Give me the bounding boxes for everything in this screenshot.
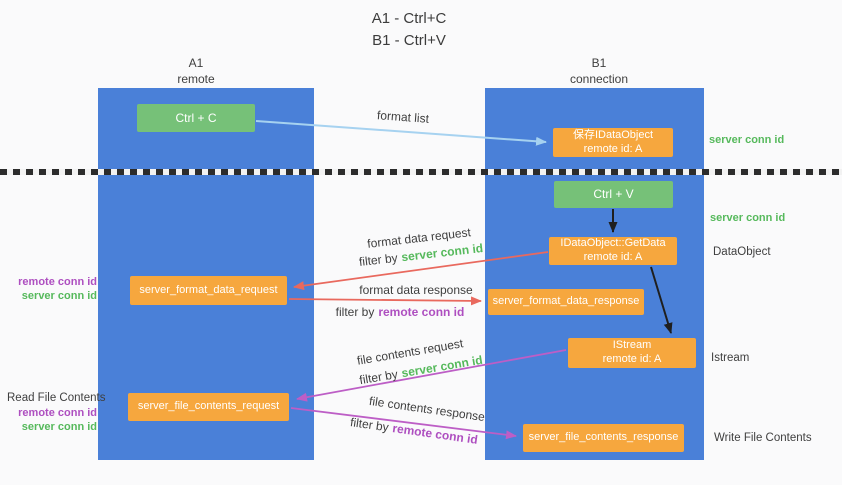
left-conn-id-pair-2: remote conn id server conn id [7, 406, 97, 434]
column-header-b1: B1 connection [570, 56, 628, 87]
read-file-contents-label: Read File Contents [7, 392, 106, 404]
node-save-idataobject-title: 保存IDataObject [572, 128, 654, 141]
node-getdata-remote-id: remote id: A [583, 251, 643, 263]
column-a1-name: A1 [188, 56, 204, 70]
node-format-request-label: server_format_data_request [139, 283, 278, 296]
title-line-2: B1 - Ctrl+V [372, 31, 446, 49]
arrow-format-data-response [288, 296, 482, 306]
filter-by-text: filter by [358, 250, 399, 270]
label-format-list: format list [376, 108, 430, 126]
node-file-response-label: server_file_contents_response [528, 431, 679, 444]
node-istream: IStream remote id: A [568, 338, 696, 368]
node-istream-title: IStream [612, 339, 652, 352]
node-server-file-contents-request: server_file_contents_request [128, 393, 289, 421]
node-getdata-title: IDataObject::GetData [560, 237, 666, 250]
node-save-idataobject: 保存IDataObject remote id: A [553, 128, 673, 157]
right-server-conn-id-2: server conn id [710, 212, 786, 224]
column-header-a1: A1 remote [177, 56, 214, 87]
remote-conn-id-text: remote conn id [378, 305, 465, 319]
node-save-idataobject-remote-id: remote id: A [583, 142, 643, 155]
remote-conn-id-label: remote conn id [18, 276, 97, 288]
filter-by-text: filter by [358, 367, 399, 388]
dataobject-label: DataObject [713, 246, 771, 258]
filter-by-text: filter by [335, 305, 375, 319]
machine-separator-dotted-line [0, 169, 842, 175]
server-conn-id-label: server conn id [21, 421, 97, 433]
write-file-contents-label: Write File Contents [714, 432, 812, 444]
remote-conn-id-text: remote conn id [391, 421, 479, 447]
node-ctrl-c: Ctrl + C [137, 104, 255, 132]
node-file-request-label: server_file_contents_request [137, 400, 280, 413]
node-server-file-contents-response: server_file_contents_response [523, 424, 684, 452]
node-ctrl-v: Ctrl + V [554, 181, 673, 208]
filter-by-text: filter by [349, 415, 390, 435]
left-conn-id-pair-1: remote conn id server conn id [7, 275, 97, 303]
node-format-response-label: server_format_data_response [492, 295, 640, 308]
column-b1-name: B1 [591, 56, 607, 70]
node-ctrl-v-label: Ctrl + V [593, 187, 634, 201]
title-line-1: A1 - Ctrl+C [371, 10, 447, 27]
node-idataobject-getdata: IDataObject::GetData remote id: A [549, 237, 677, 265]
node-istream-remote-id: remote id: A [602, 353, 662, 365]
label-format-data-response: format data response [359, 283, 473, 297]
node-ctrl-c-label: Ctrl + C [175, 110, 217, 125]
remote-conn-id-label: remote conn id [18, 407, 97, 419]
right-server-conn-id-1: server conn id [709, 134, 785, 146]
node-server-format-data-response: server_format_data_response [488, 289, 644, 315]
column-b1-role: connection [569, 71, 629, 86]
server-conn-id-label: server conn id [21, 290, 97, 302]
diagram-title: A1 - Ctrl+C B1 - Ctrl+V [372, 8, 447, 52]
node-server-format-data-request: server_format_data_request [130, 276, 287, 305]
column-a1-role: remote [177, 71, 215, 86]
istream-label: Istream [711, 352, 750, 364]
